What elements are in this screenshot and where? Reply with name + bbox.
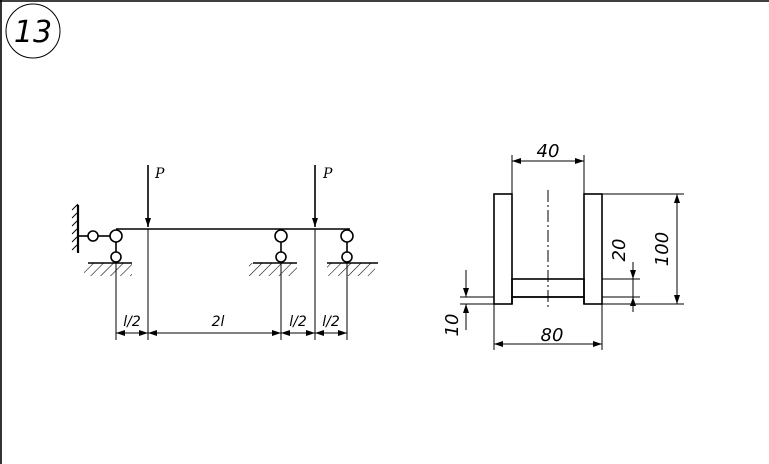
problem-number: 13	[14, 15, 52, 50]
cross-section: 40 100 20 10 80	[442, 141, 684, 350]
support-2	[249, 229, 297, 276]
beam-extension-lines	[115, 229, 348, 340]
dim-label-2: 2l	[212, 314, 225, 330]
label-base-thickness: 10	[442, 314, 463, 337]
label-bottom-width: 80	[541, 325, 564, 346]
dim-label-4: l/2	[322, 314, 340, 330]
dim-label-3: l/2	[289, 314, 307, 330]
problem-number-badge: 13	[5, 3, 61, 59]
label-flange-thickness: 20	[609, 239, 630, 262]
wall-hatch	[71, 203, 79, 251]
beam-diagram: P P l/2 2l l/2 l/2	[71, 165, 378, 340]
support-1	[84, 229, 132, 276]
load-label-left: P	[154, 166, 165, 182]
load-label-right: P	[322, 166, 333, 182]
label-height: 100	[652, 232, 673, 266]
dim-label-1: l/2	[123, 314, 141, 330]
label-top-width: 40	[537, 141, 560, 162]
hinge-wall	[87, 230, 99, 242]
support-3	[327, 229, 378, 276]
